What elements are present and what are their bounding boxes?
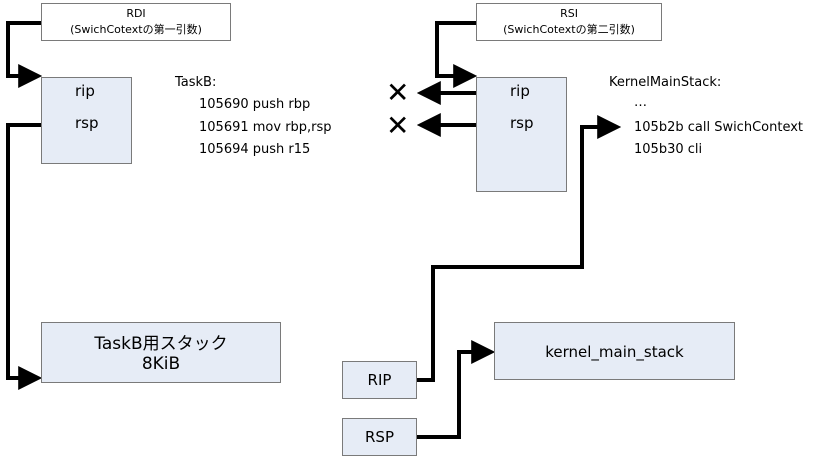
rdi-label-note: (SwichCotextの第一引数) [70,23,202,36]
rsp-register-box: RSP [342,418,417,456]
kernel-main-stack-box: kernel_main_stack [494,322,735,380]
context-b-rsp-label: rsp [510,114,534,132]
rsp-cross-mark: ✕ [386,109,410,142]
taskb-stack-size: 8KiB [141,354,181,374]
context-b-box: rip rsp [476,77,567,192]
rsp-to-taskb-stack-arrow [6,123,65,390]
rip-to-kernel-code-arrow [417,115,622,382]
taskb-code-title: TaskB: [175,75,217,90]
rsi-label: RSI [560,7,578,20]
context-a-rsp-label: rsp [75,114,99,132]
taskb-stack-box: TaskB用スタック 8KiB [41,322,281,383]
taskb-code-line: 105691 mov rbp,rsp [199,120,332,135]
rip-register-box: RIP [342,361,417,399]
rip-cross-mark: ✕ [386,76,410,109]
kernel-main-stack-label: kernel_main_stack [545,343,684,361]
rsi-label-box: RSI (SwichCotextの第二引数) [476,3,662,41]
rdi-label: RDI [126,7,146,20]
rsp-register-label: RSP [365,428,394,446]
taskb-code-line: 105694 push r15 [199,142,311,157]
rdi-label-box: RDI (SwichCotextの第一引数) [41,3,231,41]
taskb-code-line: 105690 push rbp [199,97,311,112]
context-a-box: rip rsp [41,77,132,164]
kernel-code-title: KernelMainStack: [609,75,722,90]
rsi-label-note: (SwichCotextの第二引数) [503,23,635,36]
kernel-code-line: 105b30 cli [634,142,703,157]
kernel-code-ellipsis: … [634,95,647,110]
taskb-stack-label: TaskB用スタック [94,334,228,354]
rsp-to-kernel-stack-arrow [417,340,496,439]
rip-register-label: RIP [367,371,392,389]
context-a-rip-label: rip [75,82,95,100]
rdi-to-rip-arrow [6,21,43,88]
kernel-code-line: 105b2b call SwichContext [634,120,803,135]
context-b-rip-label: rip [510,82,530,100]
rsi-to-rip-arrow [435,21,478,88]
